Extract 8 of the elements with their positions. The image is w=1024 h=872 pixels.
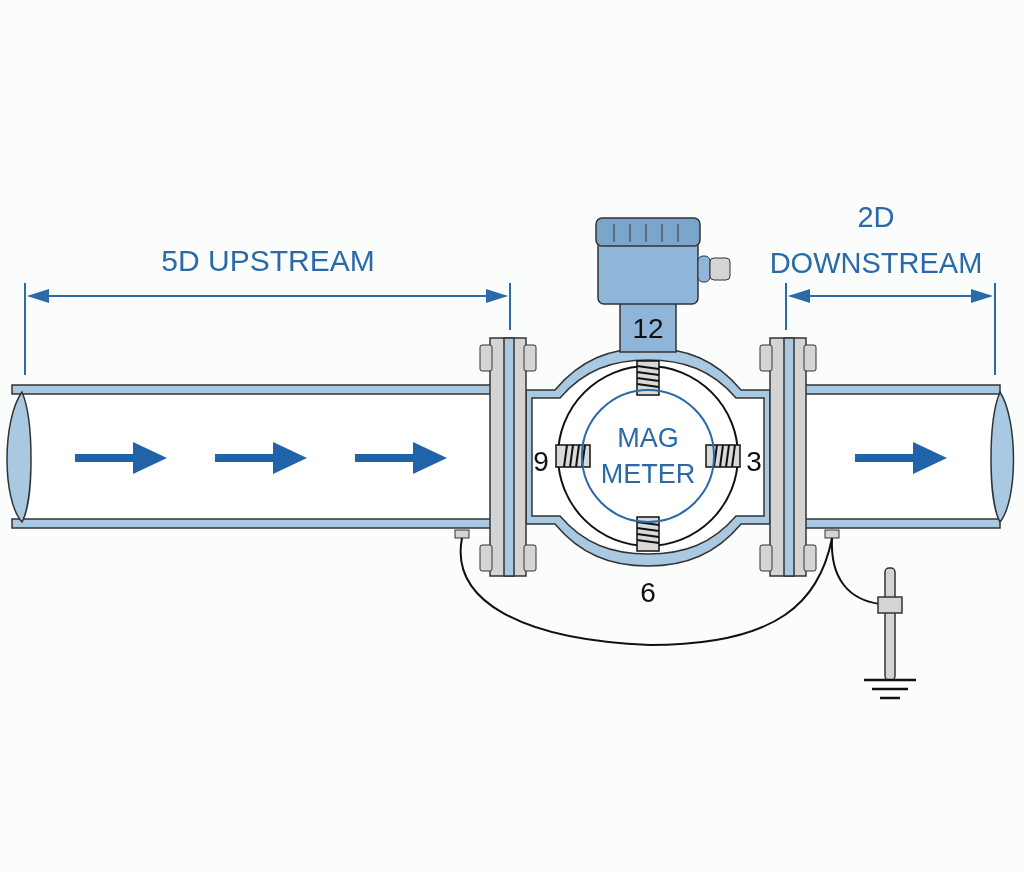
meter-label: MAG METER [599, 422, 697, 491]
clock-position-number: 6 [639, 576, 657, 610]
dimension-label: 2D DOWNSTREAM [768, 200, 984, 281]
clock-position-number: 12 [631, 312, 665, 346]
dimension-label: 5D UPSTREAM [160, 243, 376, 279]
sensor-ring [581, 389, 715, 523]
clock-position-number: 9 [532, 445, 550, 479]
clock-position-number: 3 [745, 445, 763, 479]
